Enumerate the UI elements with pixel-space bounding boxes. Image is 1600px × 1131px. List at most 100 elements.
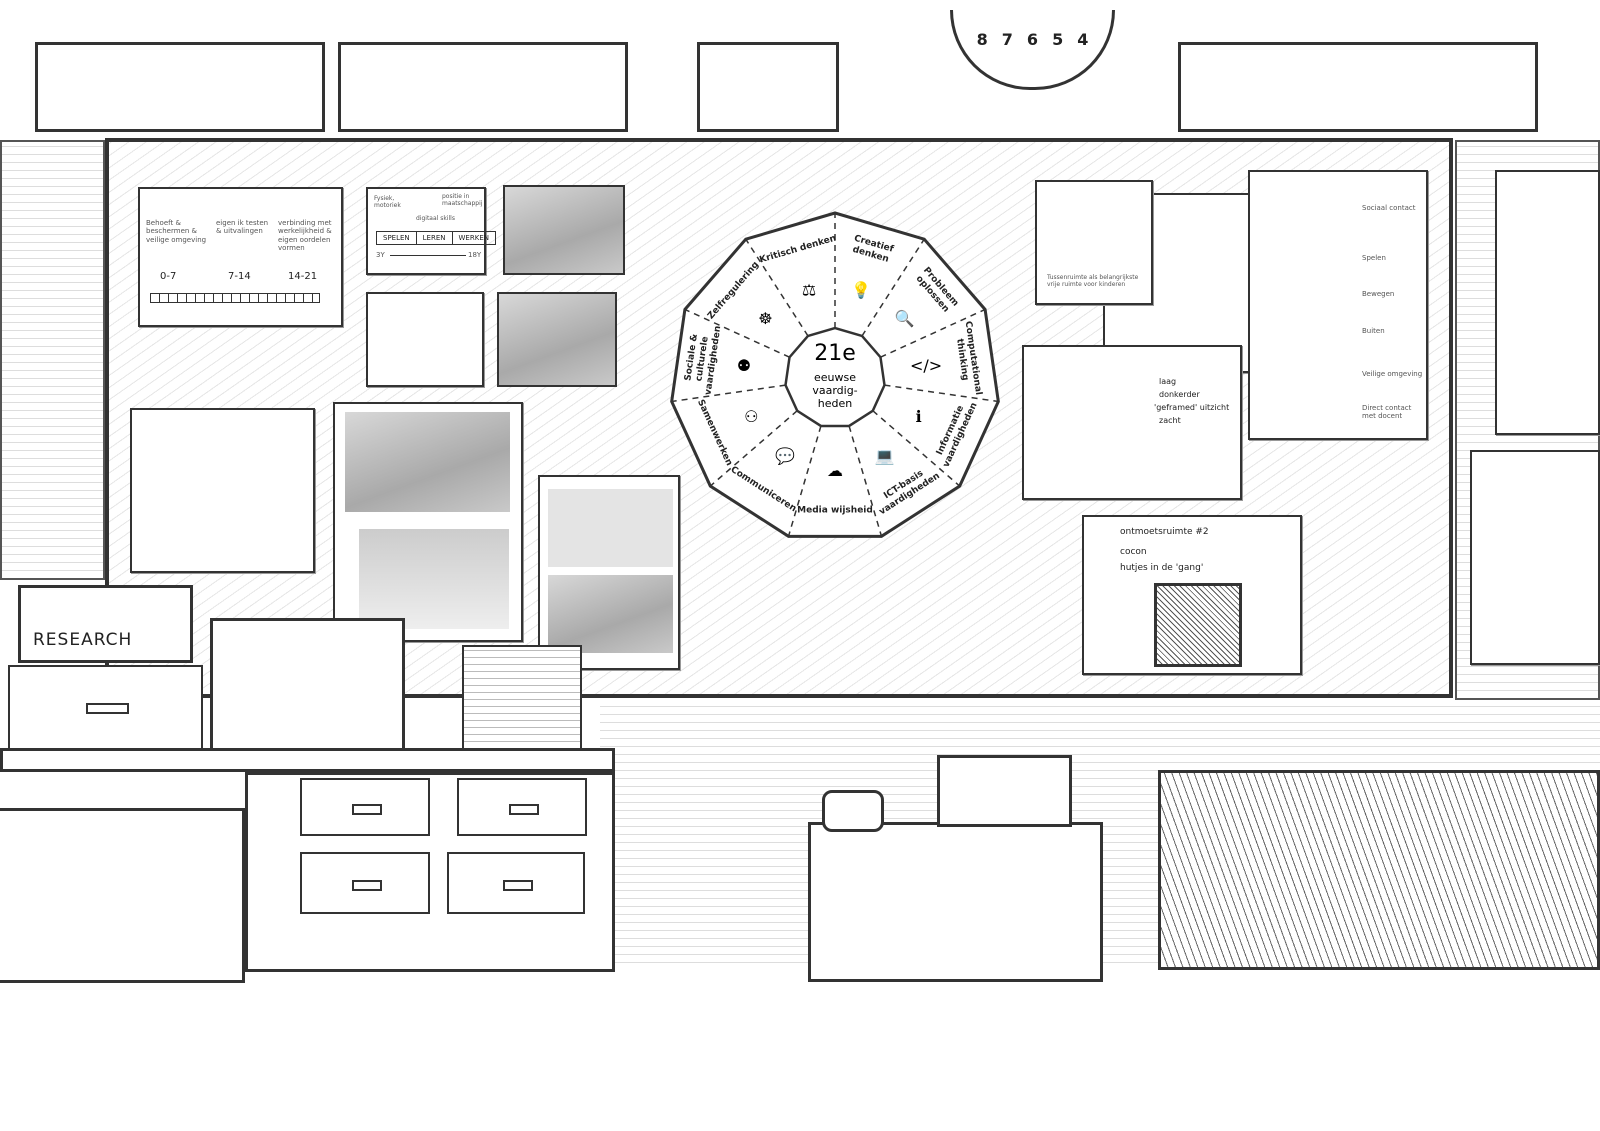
drawer[interactable] <box>300 852 430 914</box>
age-caption: verbinding met werkelijkheid & eigen oor… <box>278 219 332 253</box>
segment-divider <box>861 238 925 337</box>
stage-label: LEREN <box>417 232 453 244</box>
stage-note: positie in maatschappij <box>442 193 483 208</box>
cocon-title: ontmoetsruimte #2 <box>1120 527 1209 537</box>
group-icon: ⚉ <box>737 356 751 375</box>
timeline-end: 18Y <box>468 251 482 259</box>
cloud-network-icon: ☁ <box>827 461 843 480</box>
research-label: RESEARCH <box>33 630 133 650</box>
clock-number: 7 <box>1001 30 1013 49</box>
code-window-icon: </> <box>910 356 942 375</box>
speech-bubbles-icon: 💬 <box>775 446 795 465</box>
research-box: RESEARCH <box>18 585 193 663</box>
magnifier-icon: 🔍 <box>895 308 915 328</box>
cardboard-box <box>210 618 405 753</box>
cocon-sketch <box>1154 583 1242 667</box>
age-range: 0-7 <box>160 271 177 282</box>
stage-label: WERKEN <box>458 234 489 242</box>
timeline-bar <box>150 293 320 303</box>
window-frame <box>1178 42 1538 132</box>
scales-icon: ⚖ <box>802 281 816 300</box>
poster-tussenruimte: Tussenruimte als belangrijkste vrije rui… <box>1035 180 1153 305</box>
clock-number: 5 <box>1052 30 1064 49</box>
space-note: 'geframed' uitzicht <box>1154 403 1230 412</box>
drawer[interactable] <box>300 778 430 836</box>
render-photo <box>548 489 673 567</box>
sketch-photo <box>497 292 617 387</box>
wheel-title: heden <box>818 397 852 410</box>
need-label: Bewegen <box>1362 290 1395 298</box>
cocon-note: cocon <box>1120 547 1147 557</box>
wall-clock: 8 7 6 5 4 <box>950 10 1115 90</box>
age-range: 7-14 <box>228 271 251 282</box>
sketch-photo <box>503 185 625 275</box>
age-caption: eigen ik testen & uitvalingen <box>216 219 269 236</box>
side-table <box>808 822 1103 982</box>
age-range: 14-21 <box>288 271 318 282</box>
info-icon: ℹ <box>916 407 922 426</box>
segment-label: Media wijsheid <box>797 505 873 516</box>
desk <box>0 808 245 983</box>
wheel-title: vaardig- <box>812 384 857 397</box>
space-note: donkerder <box>1159 390 1200 399</box>
segment-divider <box>872 410 961 487</box>
space-note: laag <box>1159 377 1177 386</box>
render-photo <box>345 412 510 512</box>
paper-stack <box>462 645 582 750</box>
shelf-unit <box>8 665 203 750</box>
stage-note: digitaal skills <box>416 215 455 222</box>
need-label: Veilige omgeving <box>1362 370 1423 378</box>
wheel-title: 21e <box>814 341 856 366</box>
segment-divider <box>709 410 798 487</box>
people-walking-icon: ⚇ <box>744 407 758 426</box>
poster-needs: Sociaal contact Spelen Bewegen Buiten Ve… <box>1248 170 1428 440</box>
poster-aerial-renders <box>538 475 680 670</box>
segment-divider <box>787 425 822 537</box>
segment-divider <box>880 308 986 358</box>
clock-number: 8 <box>976 30 988 49</box>
window-frame <box>697 42 839 132</box>
drawing-children-model <box>130 408 315 573</box>
stage-note: Fysiek, motoriek <box>374 195 401 210</box>
segment-divider <box>684 308 790 358</box>
poster-level-diagram <box>366 292 484 387</box>
clock-number: 6 <box>1026 30 1039 49</box>
bookshelf <box>1158 770 1600 970</box>
left-wall <box>0 140 105 580</box>
age-caption: Behoeft & beschermen & veilige omgeving <box>146 219 207 244</box>
need-label: Spelen <box>1362 254 1386 262</box>
window-frame <box>338 42 628 132</box>
window-frame <box>35 42 325 132</box>
drawer[interactable] <box>447 852 585 914</box>
poster-interior-renders <box>333 402 523 642</box>
drawing-cocon: ontmoetsruimte #2 cocon hutjes in de 'ga… <box>1082 515 1302 675</box>
ship-wheel-icon: ☸ <box>758 309 772 328</box>
segment-divider <box>745 238 809 337</box>
clock-number: 4 <box>1077 30 1089 49</box>
poster-caption: Tussenruimte als belangrijkste vrije rui… <box>1047 274 1139 289</box>
stage-label: SPELEN <box>377 232 417 244</box>
timeline-arrow <box>390 255 466 256</box>
poster-age-stages: Behoeft & beschermen & veilige omgeving … <box>138 187 343 327</box>
segment-divider <box>671 384 786 403</box>
segment-divider <box>848 425 883 537</box>
need-label: Buiten <box>1362 327 1385 335</box>
need-label: Direct contact met docent <box>1362 404 1412 421</box>
drawer[interactable] <box>457 778 587 836</box>
roll-holder-box <box>937 755 1072 827</box>
timeline-start: 3Y <box>376 251 385 259</box>
wheel-title: eeuwse <box>814 371 856 384</box>
segment-divider <box>884 384 999 403</box>
need-label: Sociaal contact <box>1362 204 1416 212</box>
render-photo <box>548 575 673 653</box>
right-wall-paper <box>1495 170 1600 435</box>
stage-boxes: SPELEN LEREN WERKEN <box>376 231 496 245</box>
poster-play-learn-work: Fysiek, motoriek digitaal skills positie… <box>366 187 496 275</box>
counter-top <box>0 748 615 772</box>
drawing-space: laag donkerder 'geframed' uitzicht zacht <box>1022 345 1242 500</box>
cocon-note: hutjes in de 'gang' <box>1120 563 1204 573</box>
wheel-center <box>784 326 886 428</box>
render-photo <box>359 529 509 629</box>
